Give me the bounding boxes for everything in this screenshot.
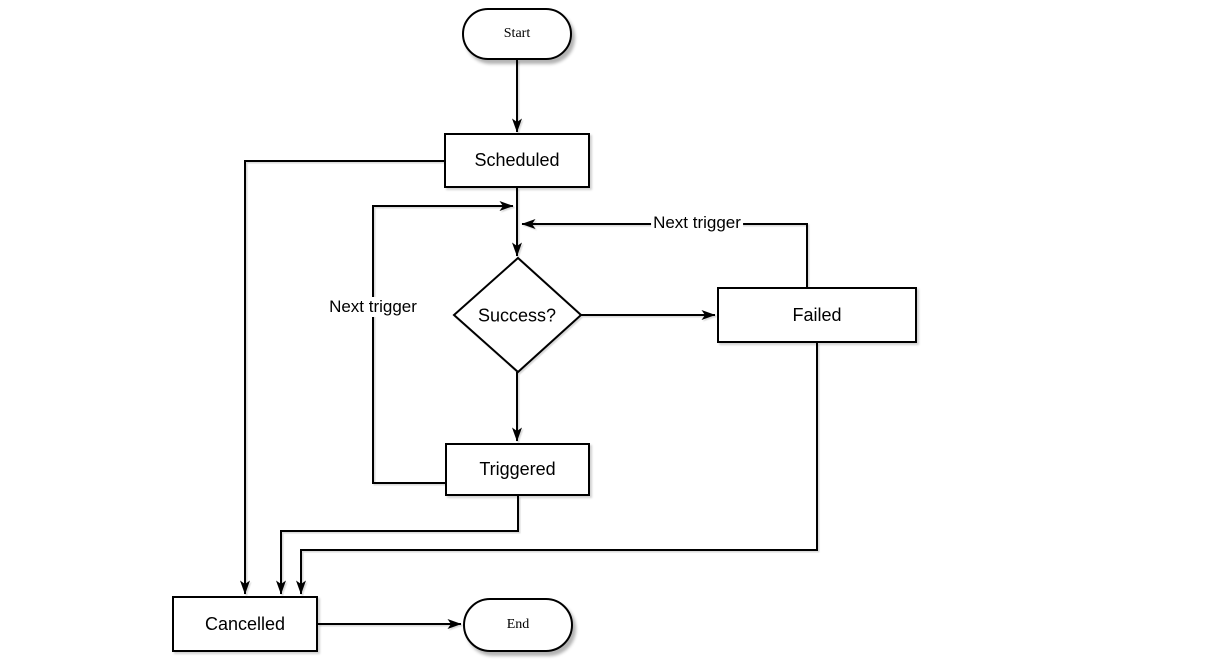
node-start-label: Start: [503, 26, 531, 41]
node-success-label: Success?: [477, 305, 557, 326]
node-start[interactable]: Start: [462, 8, 572, 60]
node-triggered-label: Triggered: [479, 459, 556, 479]
edge-failed-to-cancelled[interactable]: [296, 343, 818, 595]
node-scheduled[interactable]: Scheduled: [444, 133, 590, 188]
edge-failed-to-success-next-trigger[interactable]: [521, 219, 808, 287]
node-scheduled-label: Scheduled: [474, 150, 560, 170]
edge-label-next-trigger-left[interactable]: Next trigger: [327, 297, 419, 317]
node-failed-label: Failed: [792, 304, 842, 325]
node-end[interactable]: End: [463, 598, 573, 652]
node-cancelled-label: Cancelled: [204, 613, 286, 634]
edge-label-next-trigger-right[interactable]: Next trigger: [651, 213, 743, 233]
node-success-diamond[interactable]: [452, 256, 583, 374]
edge-triggered-to-success-next-trigger[interactable]: [372, 201, 514, 484]
node-cancelled[interactable]: Cancelled: [172, 596, 318, 652]
edge-scheduled-to-cancelled[interactable]: [240, 160, 444, 595]
node-end-label: End: [506, 617, 530, 632]
edge-triggered-to-cancelled[interactable]: [276, 496, 519, 595]
node-triggered[interactable]: Triggered: [445, 443, 590, 496]
node-failed[interactable]: Failed: [717, 287, 917, 343]
